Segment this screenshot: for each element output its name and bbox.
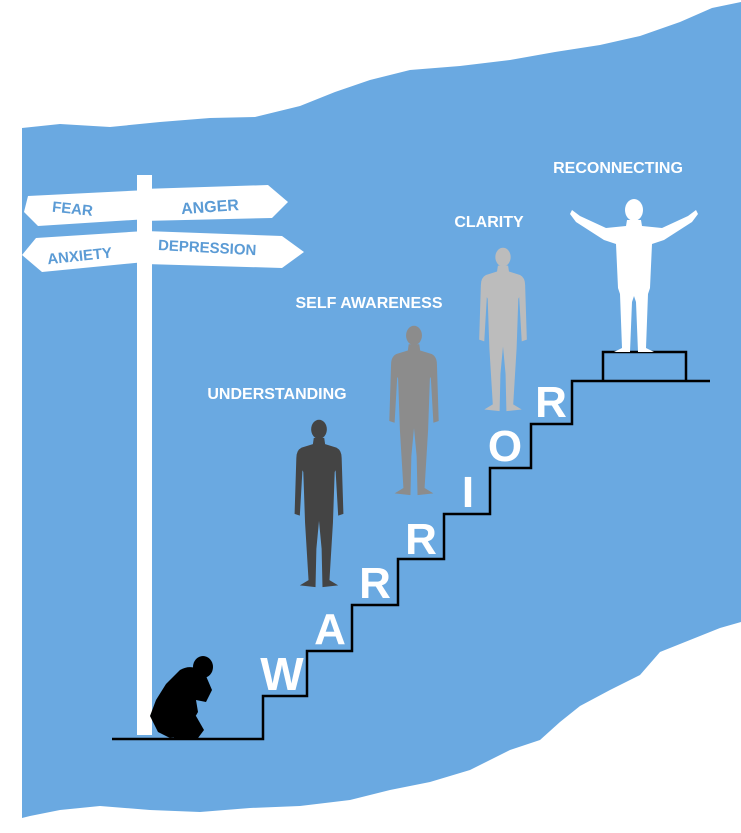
step-letter-r1: R xyxy=(359,559,391,608)
step-letter-w: W xyxy=(260,648,304,700)
signpost-pole xyxy=(137,175,152,735)
top-pedestal xyxy=(601,350,688,381)
blue-panel-background xyxy=(22,2,741,818)
sign-depression: DEPRESSION xyxy=(158,237,257,259)
step-letter-o: O xyxy=(488,422,522,471)
sign-board-anxiety xyxy=(22,231,145,272)
step-letter-a: A xyxy=(314,605,346,654)
stage-label-clarity: CLARITY xyxy=(454,214,524,231)
step-letter-i: I xyxy=(462,468,474,517)
stage-label-understanding: UNDERSTANDING xyxy=(207,386,346,403)
crouching-person-icon xyxy=(150,656,213,738)
staircase xyxy=(112,379,710,741)
step-letter-r3: R xyxy=(535,378,567,427)
stage-label-reconnecting: RECONNECTING xyxy=(553,160,683,177)
sign-anger: ANGER xyxy=(181,197,240,218)
stage-label-self-awareness: SELF AWARENESS xyxy=(296,295,443,312)
signpost-icon xyxy=(22,175,304,735)
sign-fear: FEAR xyxy=(51,199,94,220)
sign-board-anger xyxy=(142,185,288,221)
sign-board-fear xyxy=(24,190,148,226)
step-letter-r2: R xyxy=(405,515,437,564)
sign-anxiety: ANXIETY xyxy=(46,245,112,269)
sign-board-depression xyxy=(145,231,304,268)
